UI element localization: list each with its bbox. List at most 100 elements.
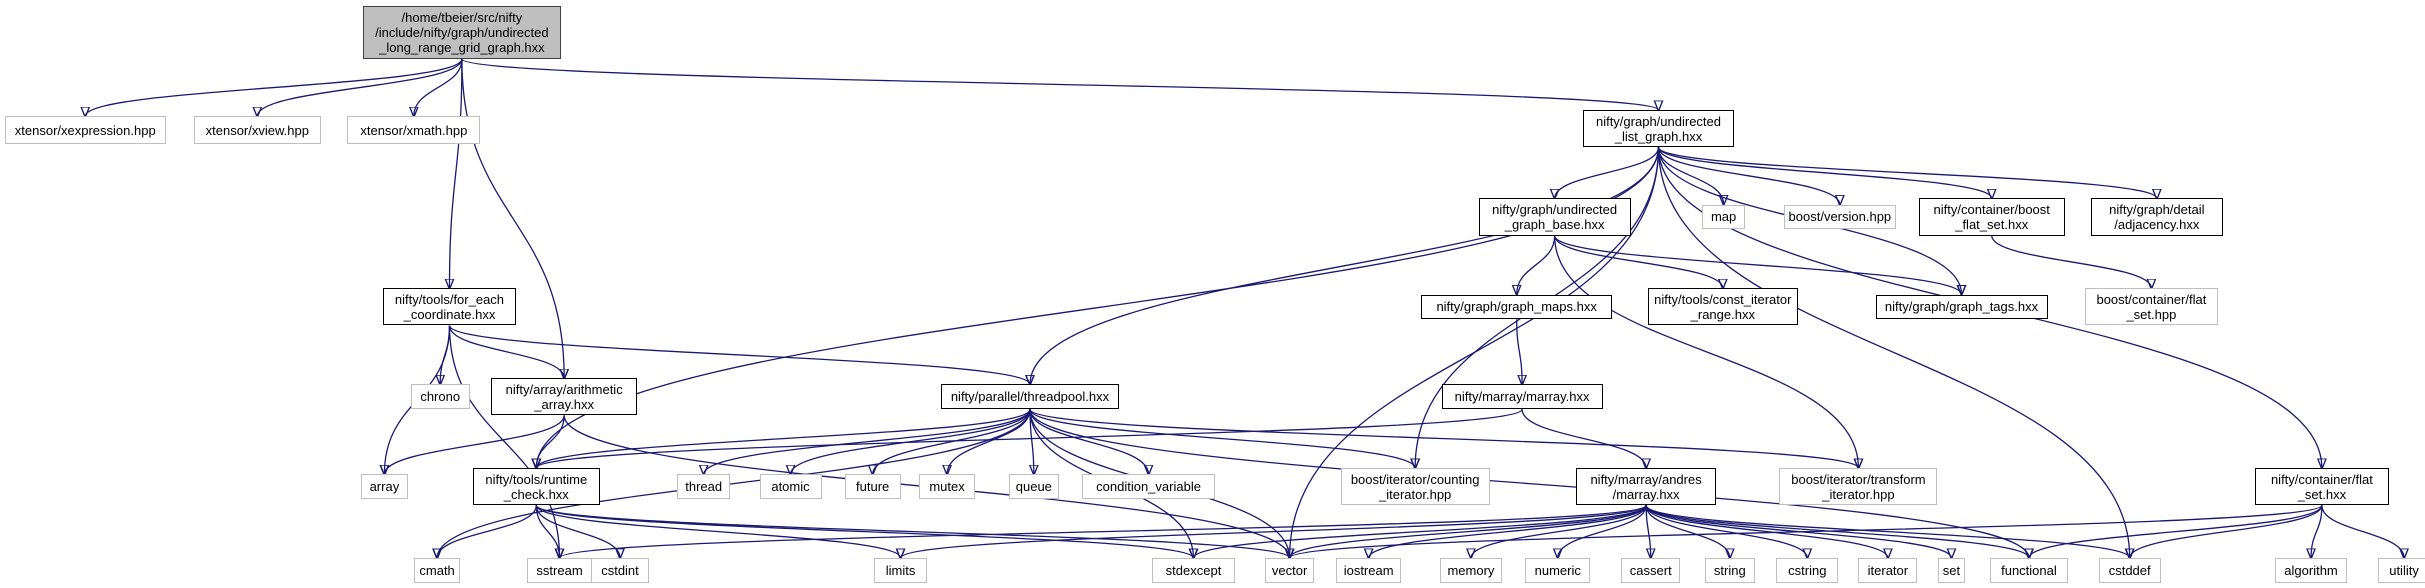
edge-tp-to-functional [1029,409,2029,558]
node-future: future [844,474,901,500]
node-andres-marray[interactable]: nifty/marray/andres /marray.hxx [1576,468,1716,506]
node-array: array [361,474,408,500]
edge-tp-to-cmath [437,409,1031,558]
edge-ugb-to-gtags [1554,235,1962,295]
edge-fec-to-sstream [448,325,560,559]
edge-root-to-ulg [461,58,1659,110]
node-thread: thread [677,474,731,500]
node-xtensor-xmath: xtensor/xmath.hpp [347,116,481,145]
node-container-boost-flat-set[interactable]: nifty/container/boost _flat_set.hxx [1918,198,2065,236]
node-boost-transform-iterator: boost/iterator/transform _iterator.hpp [1779,468,1938,506]
edge-andres-to-functional [1645,504,2029,558]
edge-tp-to-thread [704,408,1031,474]
edge-ulg-to-ugb [1555,147,1660,198]
node-functional: functional [1990,558,2068,583]
edge-arith-to-array [384,415,565,474]
edge-tp-to-future [873,409,1031,474]
node-cassert: cassert [1621,558,1681,583]
node-limits: limits [874,558,927,583]
node-iostream: iostream [1336,558,1402,583]
edge-ulg-to-cstddef [1657,147,2130,558]
edge-andres-to-sstream [560,504,1647,558]
node-threadpool[interactable]: nifty/parallel/threadpool.hxx [940,384,1120,410]
node-algorithm: algorithm [2275,558,2347,583]
edge-root-to-fec [450,58,463,288]
edge-ulg-to-vector [1290,147,1660,558]
node-mutex: mutex [919,474,975,500]
edge-cbfs-to-bcfs [1991,235,2152,289]
edge-andres-to-stdexcept [1194,504,1647,558]
edge-root-to-xview [257,58,463,116]
node-container-flat-set[interactable]: nifty/container/flat _set.hxx [2255,468,2389,506]
edge-ulg-to-adj [1657,146,2157,198]
node-condition-variable: condition_variable [1081,474,1216,500]
node-cstring: cstring [1776,558,1839,583]
edge-andres-to-numeric [1558,505,1647,558]
edge-root-to-xexpr [85,58,463,116]
edge-andres-to-iterator [1645,505,1888,558]
node-stdexcept: stdexcept [1151,558,1236,583]
edge-ugb-to-cir [1554,235,1723,289]
edge-fec-to-tp [448,324,1030,385]
node-xtensor-xexpression: xtensor/xexpression.hpp [4,116,166,145]
edge-root-to-arith [461,58,564,378]
edge-tp-to-rc [536,408,1031,468]
edge-ulg-to-tp [1030,147,1660,384]
node-set: set [1937,558,1966,583]
edge-tp-to-mutex [947,409,1031,474]
node-map: map [1701,204,1746,230]
node-boost-counting-iterator: boost/iterator/counting _iterator.hpp [1340,468,1490,506]
node-string: string [1705,558,1755,583]
edge-cfs-to-algorithm [2311,505,2323,558]
node-queue: queue [1009,474,1059,500]
edge-ulg-to-cbfs [1657,146,1992,198]
edge-andres-to-cassert [1645,505,1651,558]
node-cstdint: cstdint [590,558,650,583]
node-for-each-coordinate[interactable]: nifty/tools/for_each _coordinate.hxx [382,288,517,326]
edge-andres-to-vector [1290,505,1647,558]
edge-marray-to-andres [1521,409,1646,468]
edge-ugb-to-gmaps [1517,235,1556,295]
edge-tp-to-condvar [1029,409,1149,474]
node-xtensor-xview: xtensor/xview.hpp [193,116,321,145]
edge-andres-to-iostream [1369,505,1647,558]
node-vector: vector [1264,558,1315,583]
node-graph-detail-adjacency[interactable]: nifty/graph/detail /adjacency.hxx [2090,198,2223,236]
edge-cfs-to-functional [2029,505,2323,558]
node-utility: utility [2377,558,2425,583]
node-cmath: cmath [413,558,461,583]
edge-andres-to-limits [901,504,1647,558]
node-cstddef: cstddef [2098,558,2161,583]
node-runtime-check[interactable]: nifty/tools/runtime _check.hxx [472,468,600,506]
node-undirected-list-graph[interactable]: nifty/graph/undirected _list_graph.hxx [1582,110,1735,148]
node-iterator: iterator [1858,558,1918,583]
node-chrono: chrono [410,384,470,410]
node-graph-tags[interactable]: nifty/graph/graph_tags.hxx [1875,294,2048,320]
edge-rc-to-cstdint [535,505,620,558]
edge-andres-to-cstring [1645,505,1807,558]
node-atomic: atomic [759,474,822,500]
node-sstream: sstream [527,558,593,583]
node-undirected-long-range-grid-graph[interactable]: /home/tbeier/src/nifty /include/nifty/gr… [362,6,562,59]
edge-gmaps-to-marray [1516,319,1522,384]
edge-andres-to-cstddef [1645,504,2130,558]
node-const-iterator-range[interactable]: nifty/tools/const_iterator _range.hxx [1647,288,1798,326]
node-arithmetic-array[interactable]: nifty/array/arithmetic _array.hxx [491,378,638,416]
edge-andres-to-string [1645,505,1730,558]
node-marray[interactable]: nifty/marray/marray.hxx [1441,384,1603,410]
edge-cfs-to-utility [2321,505,2404,558]
edge-marray-to-rc [536,408,1523,468]
edge-tp-to-bci [1029,408,1415,468]
node-undirected-graph-base[interactable]: nifty/graph/undirected _graph_base.hxx [1478,198,1631,236]
edge-rc-to-vector [535,504,1289,558]
node-graph-maps[interactable]: nifty/graph/graph_maps.hxx [1421,294,1612,320]
edge-root-to-xmath [414,58,463,116]
edge-rc-to-stdexcept [535,504,1193,558]
edge-andres-to-memory [1471,505,1647,558]
edge-ugb-to-bti [1554,235,1859,469]
edge-fec-to-arith [448,325,565,379]
node-boost-version: boost/version.hpp [1784,204,1896,230]
edge-rc-to-cmath [437,505,537,558]
